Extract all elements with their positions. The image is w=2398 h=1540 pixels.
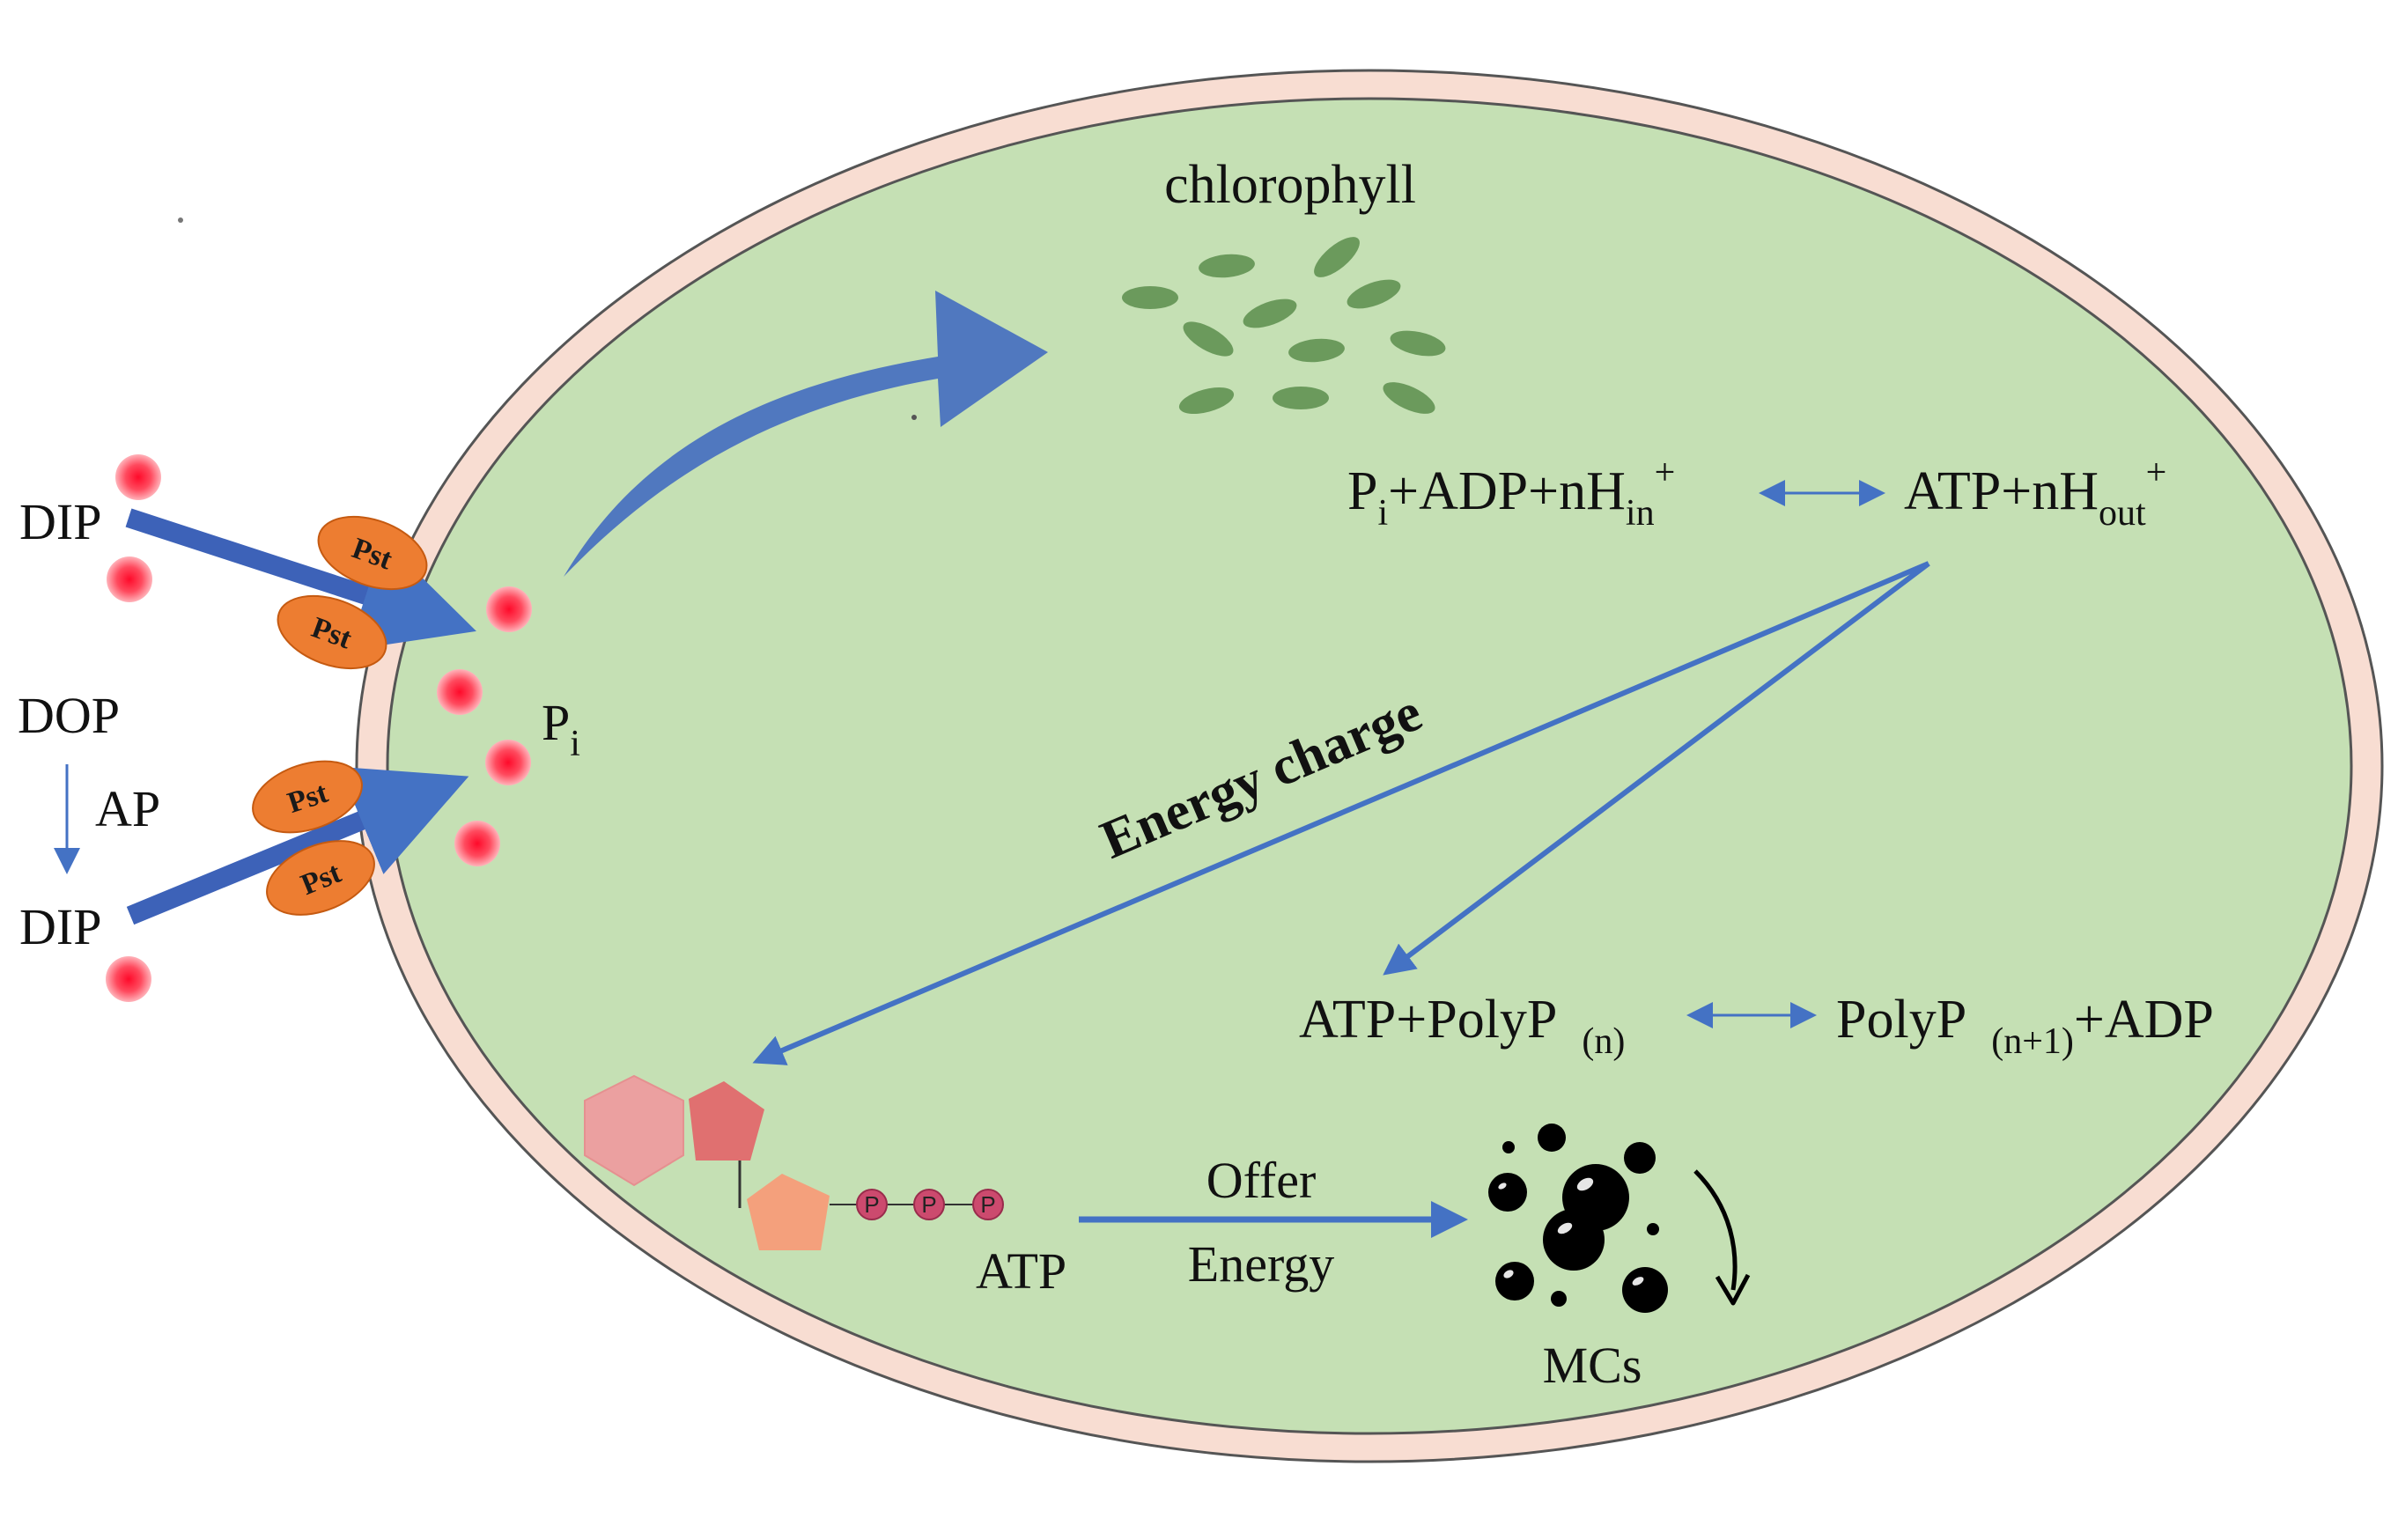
atp-label: ATP — [976, 1242, 1066, 1300]
pst-transporter: Pst — [266, 840, 375, 916]
chlorophyll-granule — [1183, 321, 1234, 357]
atp-to-polyp-arrow — [1383, 561, 1930, 976]
ribose-pentagon — [747, 1174, 830, 1250]
pst-transporter: Pst — [252, 760, 363, 834]
atp-molecule: P P P — [584, 1074, 1004, 1250]
mc-bubble — [1538, 1124, 1566, 1152]
offer-label: Offer — [1206, 1152, 1317, 1209]
chlorophyll-granule — [1243, 298, 1297, 328]
equation-2-left: ATP+PolyP(n) — [1299, 990, 1625, 1062]
phosphate-dot — [437, 669, 483, 715]
dip-uptake-arrow-top — [125, 508, 476, 651]
pi-label: Pi — [542, 694, 580, 764]
pi-to-chlorophyll-arrow — [564, 291, 1048, 577]
phosphate-letter: P — [980, 1191, 995, 1218]
dip-uptake-arrow-bottom — [126, 766, 469, 925]
chlorophyll-granules — [1122, 237, 1446, 415]
cell — [355, 69, 2384, 1463]
phosphate-letter: P — [864, 1191, 879, 1218]
chlorophyll-granule — [1178, 387, 1235, 415]
chlorophyll-granule — [1314, 237, 1360, 277]
mc-bubble — [1647, 1223, 1659, 1235]
energy-label: Energy — [1188, 1235, 1334, 1293]
mc-bubble — [1488, 1173, 1527, 1212]
mc-bubble — [1495, 1262, 1534, 1301]
mcs-bubbles — [1488, 1124, 1668, 1313]
mc-bubble — [1502, 1141, 1515, 1153]
chlorophyll-label: chlorophyll — [1164, 155, 1416, 215]
cell-interior — [386, 97, 2353, 1435]
chlorophyll-granule — [1288, 338, 1345, 363]
pst-transporter: Pst — [317, 515, 428, 591]
dop-label: DOP — [18, 687, 120, 744]
chlorophyll-granule — [1347, 279, 1401, 309]
phosphate-dot — [486, 586, 532, 632]
mc-bubble — [1624, 1142, 1656, 1174]
dip-label-bottom: DIP — [19, 898, 101, 955]
dip-label-top: DIP — [19, 493, 101, 550]
phosphate-dot — [115, 454, 161, 500]
mc-bubble — [1543, 1209, 1605, 1271]
sinking-arrow-head — [1715, 1273, 1751, 1306]
mcs-label: MCs — [1543, 1337, 1642, 1394]
speck — [178, 217, 183, 223]
phosphate-letter: P — [921, 1191, 936, 1218]
mc-bubble — [1551, 1291, 1567, 1307]
pst-transporter: Pst — [277, 594, 387, 670]
phosphate-dot — [485, 740, 531, 785]
adenine-pentagon — [689, 1081, 764, 1161]
phosphate-group — [913, 1189, 945, 1220]
ap-label: AP — [95, 780, 160, 837]
phosphate-dot — [107, 556, 152, 602]
chlorophyll-granule — [1390, 330, 1446, 357]
phosphate-dots — [106, 454, 532, 1002]
chlorophyll-granule — [1273, 387, 1329, 409]
sinking-arrow — [1693, 1169, 1738, 1291]
phosphate-dot — [454, 821, 500, 866]
phosphate-group — [856, 1189, 888, 1220]
chlorophyll-granule — [1383, 382, 1435, 414]
bubble-highlights — [1498, 1177, 1644, 1286]
equation-2-right: PolyP(n+1)+ADP — [1836, 990, 2214, 1062]
equation-1-left: Pi+ADP+nHin+ — [1347, 453, 1675, 534]
equation-1-right: ATP+nHout+ — [1904, 453, 2166, 534]
atp-to-atp-molecule-arrow — [752, 561, 1930, 1065]
chlorophyll-granule — [1122, 286, 1178, 309]
phosphate-dot — [106, 956, 151, 1002]
speck — [911, 415, 917, 420]
mc-bubble — [1622, 1267, 1668, 1313]
phosphate-group — [972, 1189, 1004, 1220]
chlorophyll-granule — [1199, 254, 1255, 278]
adenine-hexagon — [584, 1074, 684, 1187]
